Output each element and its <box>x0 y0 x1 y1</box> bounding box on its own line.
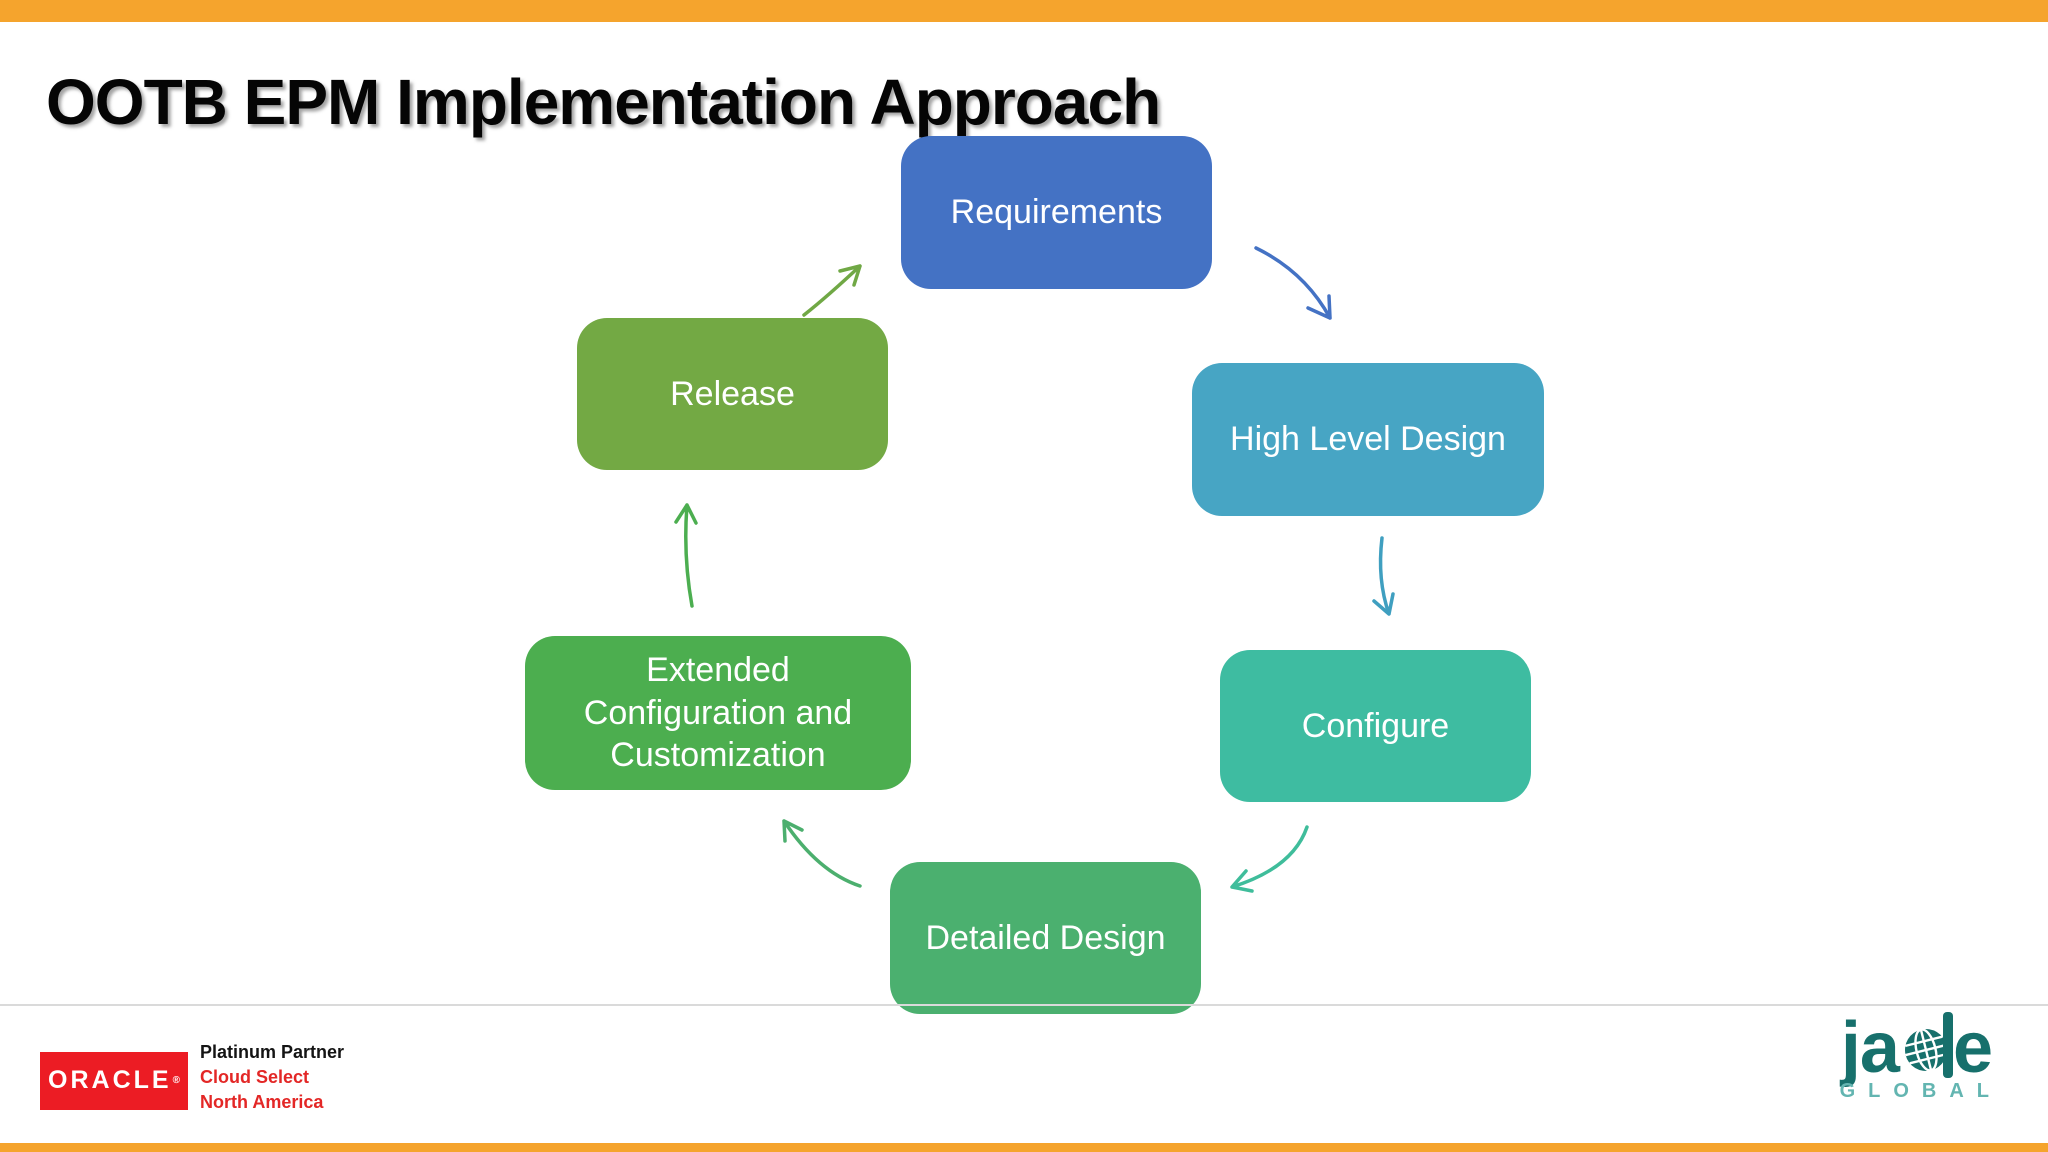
arrow-extended-configuration-to-release <box>674 503 698 608</box>
jade-global-logo: ja e GLOBAL <box>1840 1007 1993 1103</box>
flow-step-requirements: Requirements <box>901 136 1212 289</box>
flow-step-label: Requirements <box>950 193 1163 232</box>
flow-step-label: Detailed Design <box>925 918 1166 957</box>
page-title: OOTB EPM Implementation Approach <box>46 65 1161 138</box>
flow-step-detailed-design: Detailed Design <box>890 862 1201 1014</box>
partner-line-3: North America <box>200 1092 324 1112</box>
flow-step-label: High Level Design <box>1230 420 1506 459</box>
oracle-logo: ORACLE® <box>40 1051 188 1110</box>
flow-step-release: Release <box>577 318 888 470</box>
arrow-requirements-to-high-level-design <box>1254 246 1332 320</box>
partner-line-2: Cloud Select <box>200 1067 310 1087</box>
oracle-logo-text: ORACLE <box>48 1066 172 1094</box>
arrow-configure-to-detailed-design <box>1230 825 1309 893</box>
jade-wordmark-pre: ja <box>1840 1007 1900 1088</box>
partner-line-1: Platinum Partner <box>200 1042 345 1062</box>
jade-global-label: GLOBAL <box>1839 1080 2002 1102</box>
flow-step-high-level-design: High Level Design <box>1192 363 1544 516</box>
jade-d-stem <box>1942 1012 1953 1078</box>
registered-mark-icon: ® <box>172 1075 180 1086</box>
flow-step-extended-configuration: Extended Configuration and Customization <box>525 636 911 790</box>
jade-wordmark: ja e <box>1840 1007 1993 1088</box>
jade-wordmark-post: e <box>1952 1007 1993 1088</box>
flow-step-configure: Configure <box>1220 650 1531 802</box>
arrow-high-level-design-to-configure <box>1372 536 1395 616</box>
arrow-detailed-design-to-extended-configuration <box>782 819 862 888</box>
arrow-release-to-requirements <box>802 264 862 317</box>
flow-step-label: Extended Configuration and Customization <box>583 650 853 775</box>
top-accent-bar <box>0 0 2048 22</box>
globe-icon <box>1904 1028 1947 1072</box>
partner-text-block: Platinum Partner Cloud Select North Amer… <box>200 1040 344 1115</box>
bottom-accent-bar <box>0 1143 2048 1152</box>
footer-divider-line <box>0 1004 2048 1006</box>
flow-step-label: Configure <box>1301 706 1450 745</box>
flow-step-label: Release <box>670 374 795 413</box>
oracle-partner-badge: ORACLE® Platinum Partner Cloud Select No… <box>40 1040 344 1115</box>
